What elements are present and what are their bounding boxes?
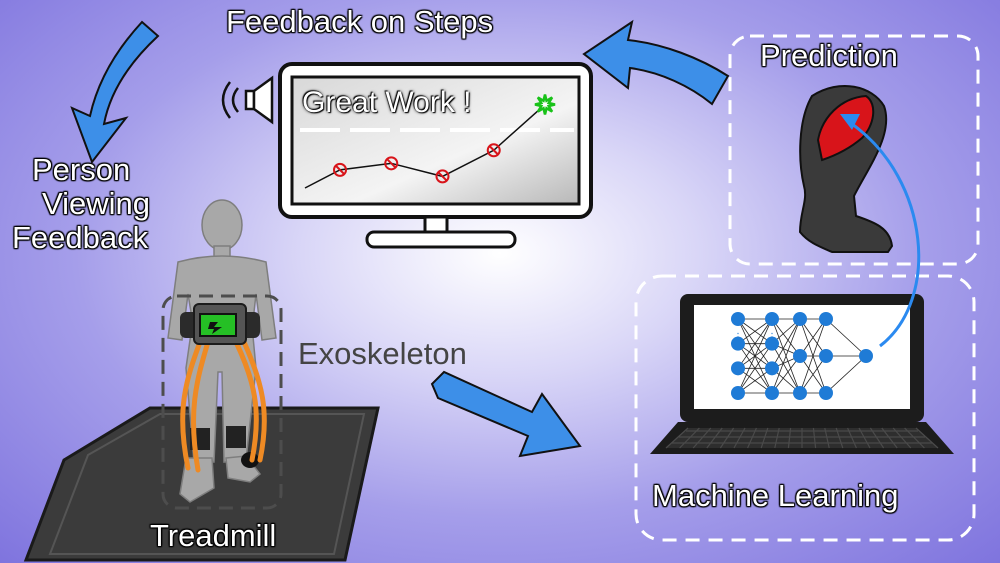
keyboard-column	[835, 427, 844, 449]
exoskeleton-waist-unit	[180, 303, 260, 345]
nn-connection	[771, 355, 801, 394]
keyboard-column	[774, 427, 780, 449]
monitor-step-chart	[304, 94, 556, 189]
treadmill-label: Treadmill	[150, 518, 277, 553]
person-label-line3: Feedback	[12, 220, 149, 255]
chart-point-cross	[489, 145, 499, 155]
nn-connection	[737, 318, 773, 369]
nn-connection	[799, 318, 827, 394]
nn-connection	[737, 318, 773, 394]
keyboard-column	[881, 427, 898, 449]
nn-node	[819, 386, 833, 400]
nn-connection	[771, 343, 801, 394]
exoskeleton-highlight-box	[161, 294, 283, 510]
nn-node	[765, 361, 779, 376]
nn-node	[765, 336, 779, 351]
nn-node	[819, 312, 833, 326]
keyboard-column	[665, 427, 689, 449]
chart-point-marker	[486, 143, 501, 158]
nn-node	[765, 386, 779, 400]
person-label-line1: Person	[32, 152, 131, 187]
prediction-label: Prediction	[760, 38, 898, 73]
keyboard-column	[760, 427, 769, 449]
nn-connection	[799, 318, 827, 357]
nn-connection	[825, 355, 867, 394]
machine-learning-label: Machine Learning	[652, 478, 899, 513]
keyboard-column	[747, 427, 757, 449]
arrow-prediction-to-feedback	[582, 19, 730, 106]
keyboard-column	[679, 427, 700, 449]
keyboard-column	[915, 427, 939, 449]
nn-connection	[737, 318, 773, 344]
nn-node	[793, 349, 807, 363]
keyboard-column	[869, 427, 885, 449]
keyboard-column	[858, 427, 871, 449]
nn-node	[793, 312, 807, 326]
keyboard-column	[847, 427, 857, 449]
arrow-exoskeleton-to-ml	[430, 370, 582, 458]
nn-connection	[771, 318, 801, 394]
speaker-icon	[221, 75, 274, 125]
nn-node	[765, 312, 779, 326]
chart-point-cross	[386, 158, 396, 169]
chart-point-marker	[384, 156, 399, 171]
feedback-monitor	[278, 62, 593, 249]
person-label-line2: Viewing	[42, 186, 151, 221]
nn-connection	[771, 318, 801, 357]
nn-connection	[737, 343, 773, 394]
chart-point-cross	[437, 171, 448, 182]
keyboard-column	[824, 427, 830, 449]
nn-connection	[771, 318, 801, 369]
nn-ellipsis: ⋮	[767, 332, 777, 343]
keyboard-column	[812, 427, 817, 449]
nn-node	[731, 386, 745, 400]
nn-node	[731, 361, 745, 376]
nn-node	[819, 349, 833, 363]
nn-node	[731, 312, 745, 326]
prediction-box	[728, 34, 980, 266]
chart-point-marker	[333, 162, 347, 177]
screen-message: Great Work !	[302, 86, 472, 119]
keyboard-column	[692, 427, 712, 449]
keyboard-column	[892, 427, 912, 449]
nn-connection	[825, 318, 867, 357]
feedback-on-steps-label: Feedback on Steps	[226, 4, 494, 39]
nn-connection	[799, 355, 827, 394]
machine-learning-box	[634, 274, 976, 542]
nn-node	[731, 336, 745, 351]
battery-icon	[208, 322, 222, 334]
nn-node	[793, 386, 807, 400]
arrow-feedback-to-person	[70, 20, 160, 165]
chart-point-cross	[335, 165, 345, 175]
keyboard-column	[787, 427, 792, 449]
nn-connection	[737, 368, 773, 394]
keyboard-column	[904, 427, 925, 449]
nn-node	[859, 349, 873, 363]
keyboard-column	[719, 427, 735, 449]
star-icon	[534, 94, 556, 115]
keyboard-column	[733, 427, 746, 449]
exoskeleton-label: Exoskeleton	[298, 336, 467, 371]
neural-network: ⋮⋮	[731, 312, 873, 400]
prediction-flow-arrow	[840, 114, 921, 348]
keyboard-column	[706, 427, 723, 449]
chart-point-marker	[435, 169, 450, 184]
nn-ellipsis: ⋮	[733, 332, 743, 343]
leg-with-muscle	[798, 84, 894, 253]
exoskeleton-straps	[180, 339, 267, 473]
